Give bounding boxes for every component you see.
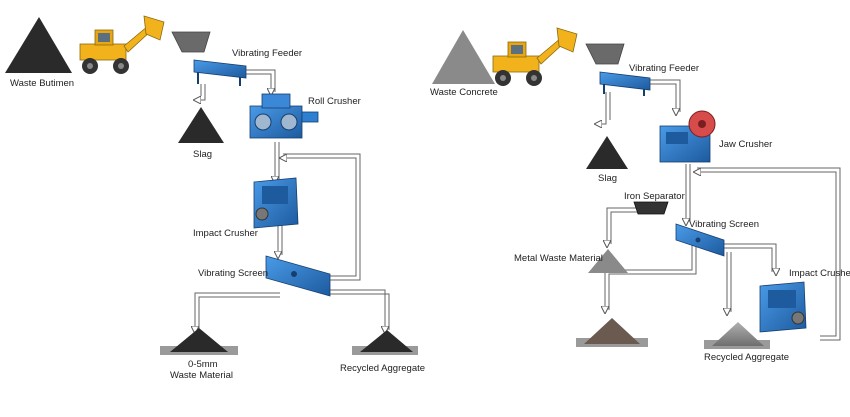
- slag-pile-right: [586, 136, 628, 169]
- left-flow: Waste Butimen Vibrating Feeder Slag: [5, 15, 425, 381]
- wheel-loader-icon-right: [492, 27, 578, 86]
- left-flow-lines: [195, 69, 390, 330]
- vibrating-screen-icon: [265, 255, 331, 297]
- waste-material-label: Waste Material: [170, 370, 233, 381]
- waste-concrete-label: Waste Concrete: [430, 87, 498, 98]
- waste-butimen-label: Waste Butimen: [10, 78, 74, 89]
- recycled-aggregate-pile-left: [352, 330, 418, 355]
- slag-label-right: Slag: [598, 173, 617, 184]
- metal-bin-pile: [576, 318, 648, 347]
- fine-material-pile: [160, 328, 238, 355]
- roll-crusher-label: Roll Crusher: [308, 96, 361, 107]
- impact-crusher-label: Impact Crusher: [193, 228, 258, 239]
- recycled-aggregate-label-right: Recycled Aggregate: [704, 352, 789, 363]
- iron-separator-label: Iron Separator: [624, 191, 685, 202]
- right-flow-lines: [598, 79, 841, 341]
- metal-waste-label: Metal Waste Material: [514, 253, 603, 264]
- jaw-crusher-icon: [659, 110, 716, 163]
- wheel-loader-icon: [79, 15, 165, 74]
- vibrating-feeder-label-right: Vibrating Feeder: [629, 63, 699, 74]
- iron-separator-icon: [633, 201, 669, 215]
- slag-label: Slag: [193, 149, 212, 160]
- vibrating-screen-label: Vibrating Screen: [198, 268, 268, 279]
- vibrating-feeder-label: Vibrating Feeder: [232, 48, 302, 59]
- impact-crusher-label-right: Impact Crusher: [789, 268, 850, 279]
- vibrating-feeder-icon: [193, 59, 247, 86]
- waste-concrete-pile: [432, 30, 495, 84]
- vibrating-screen-icon-right: [675, 223, 725, 257]
- impact-crusher-icon: [253, 177, 299, 229]
- hopper-icon-right: [585, 43, 625, 65]
- jaw-crusher-label: Jaw Crusher: [719, 139, 772, 150]
- fine-size-label: 0-5mm: [188, 359, 218, 370]
- vibrating-feeder-icon-right: [599, 71, 651, 96]
- roll-crusher-icon: [249, 93, 319, 139]
- right-flow: Waste Concrete Vibrating Feeder Slag J: [430, 27, 850, 363]
- vibrating-screen-label-right: Vibrating Screen: [689, 219, 759, 230]
- impact-crusher-icon-right: [759, 281, 807, 333]
- waste-butimen-pile: [5, 17, 72, 73]
- metal-waste-pile: [588, 249, 628, 273]
- slag-pile: [178, 107, 224, 143]
- recycled-aggregate-pile-right: [704, 322, 770, 349]
- hopper-icon: [171, 31, 211, 53]
- recycled-aggregate-label-left: Recycled Aggregate: [340, 363, 425, 374]
